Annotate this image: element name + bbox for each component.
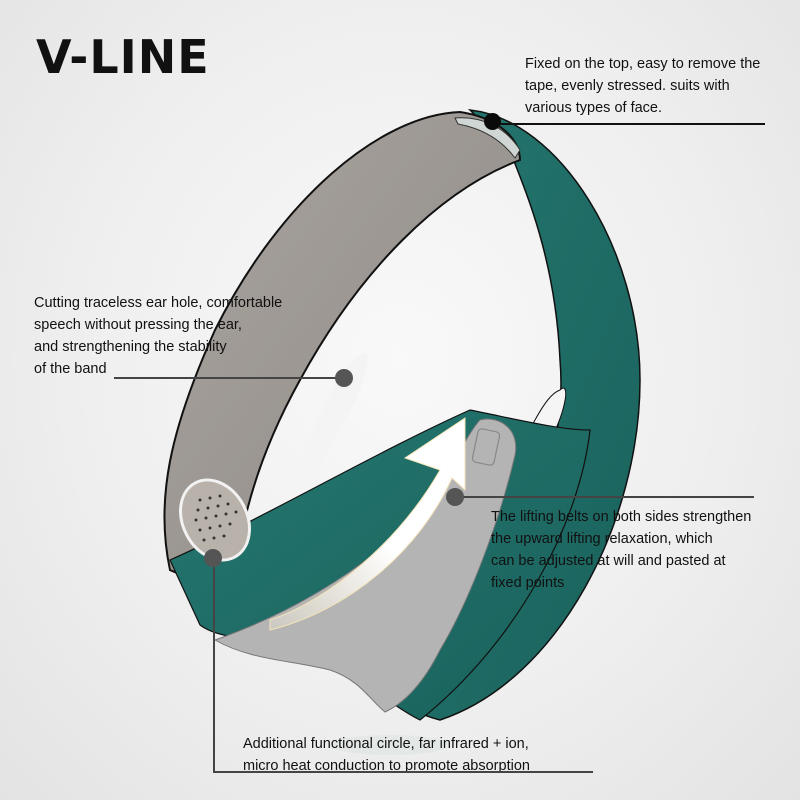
marker-dot-lifting-belts: [446, 488, 464, 506]
callout-line: Cutting traceless ear hole, comfortable: [34, 295, 283, 311]
upward-arrow-icon: [269, 417, 466, 631]
marker-dot-functional-circle: [204, 549, 222, 567]
leader-line-functional-circle-vertical: [213, 558, 215, 772]
callout-line: The lifting belts on both sides strength…: [491, 509, 752, 525]
callout-line: Fixed on the top, easy to remove the: [525, 56, 761, 72]
callout-line: various types of face.: [525, 100, 663, 116]
callout-line: and strengthening the stability: [34, 339, 227, 355]
page-title: V-LINE: [36, 30, 210, 84]
leader-line-top-tape: [494, 123, 765, 125]
reflection: [330, 735, 450, 755]
callout-line: tape, evenly stressed. suits with: [525, 78, 730, 94]
marker-dot-ear-hole: [335, 369, 353, 387]
callout-line: micro heat conduction to promote absorpt…: [243, 758, 530, 774]
marker-dot-top-tape: [484, 113, 501, 130]
callout-line: of the band: [34, 361, 107, 377]
callout-line: Additional functional circle, far infrar…: [243, 736, 529, 752]
leader-line-functional-circle-horizontal: [213, 771, 593, 773]
callout-line: fixed points: [491, 575, 565, 591]
callout-functional-circle: Additional functional circle, far infrar…: [243, 733, 530, 777]
functional-circle-pad: [179, 478, 251, 562]
leader-line-lifting-belts: [456, 496, 754, 498]
callout-line: can be adjusted at will and pasted at: [491, 553, 726, 569]
leader-line-ear-hole: [114, 377, 344, 379]
callout-top-tape: Fixed on the top, easy to remove the tap…: [525, 53, 760, 119]
callout-lifting-belts: The lifting belts on both sides strength…: [491, 506, 751, 594]
callout-ear-hole: Cutting traceless ear hole, comfortable …: [34, 292, 282, 380]
callout-line: speech without pressing the ear,: [34, 317, 242, 333]
callout-line: the upward lifting relaxation, which: [491, 531, 713, 547]
